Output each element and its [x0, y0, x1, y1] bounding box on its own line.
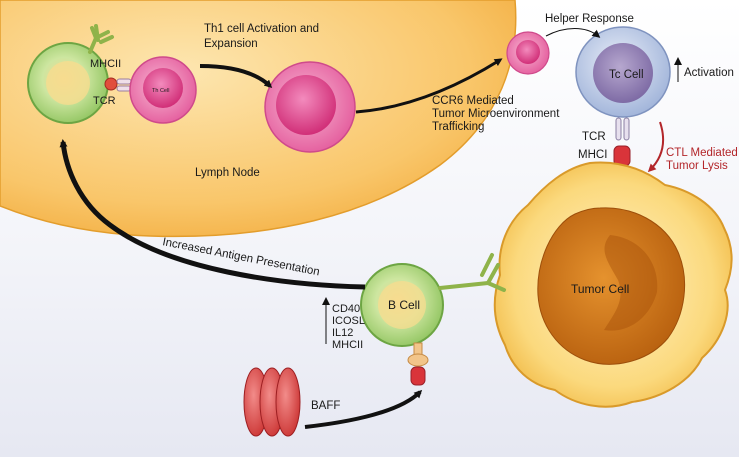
arrow-helper-response: [545, 28, 601, 38]
label-marker-il12: IL12: [332, 327, 353, 339]
label-mhci: MHCI: [578, 149, 607, 161]
label-ctl-line2: Tumor Lysis: [666, 160, 728, 172]
arrow-ctl-lysis: [647, 121, 665, 173]
label-tc-cell: Tc Cell: [609, 69, 644, 81]
label-antigen-presentation: Increased Antigen Presentation: [161, 236, 320, 278]
label-mhcii-top: MHCII: [90, 58, 121, 70]
label-th-cell: Th Cell: [152, 88, 169, 94]
tumor-nucleus: [537, 207, 686, 365]
label-ccr6-line1: CCR6 Mediated: [432, 95, 514, 107]
label-helper-response: Helper Response: [545, 13, 634, 25]
label-ccr6-line2: Tumor Microenvironment: [432, 108, 560, 120]
lymph-node-region: [0, 0, 517, 238]
label-activation: Activation: [684, 67, 734, 79]
label-ccr6-line3: Trafficking: [432, 121, 484, 133]
arrow-ccr6-trafficking: [355, 58, 503, 114]
tumor-cell: [493, 161, 733, 408]
small-th-cell: [506, 31, 550, 75]
label-ctl-line1: CTL Mediated: [666, 147, 738, 159]
antibody-icon: [88, 24, 114, 54]
tc-tcr-mhci: [613, 117, 631, 167]
arrow-th-expansion: [199, 64, 273, 89]
label-marker-cd40: CD40: [332, 303, 360, 315]
label-tcr-top: TCR: [93, 95, 116, 107]
label-lymph-node: Lymph Node: [195, 167, 260, 179]
label-tcr-right: TCR: [582, 131, 606, 143]
label-marker-mhcii: MHCII: [332, 339, 363, 351]
arrow-antigen-presentation: [59, 139, 366, 290]
b-cell-antibody-icon: [438, 253, 506, 292]
label-marker-icosl: ICOSL: [332, 315, 365, 327]
label-th1-line1: Th1 cell Activation and: [204, 23, 319, 35]
tc-cell: [575, 26, 671, 118]
arrow-baff: [304, 389, 423, 429]
label-th1-line2: Expansion: [204, 38, 258, 50]
label-tumor-cell: Tumor Cell: [571, 282, 629, 296]
baff-receptor: [407, 342, 429, 386]
baff-molecule: [243, 367, 301, 437]
label-baff: BAFF: [311, 400, 340, 412]
b-cell: [360, 253, 506, 386]
antigen-presenting-cell: [27, 24, 114, 124]
label-b-cell: B Cell: [388, 298, 420, 312]
th-cell: [129, 56, 197, 124]
expanded-th1-cell: [264, 61, 356, 153]
